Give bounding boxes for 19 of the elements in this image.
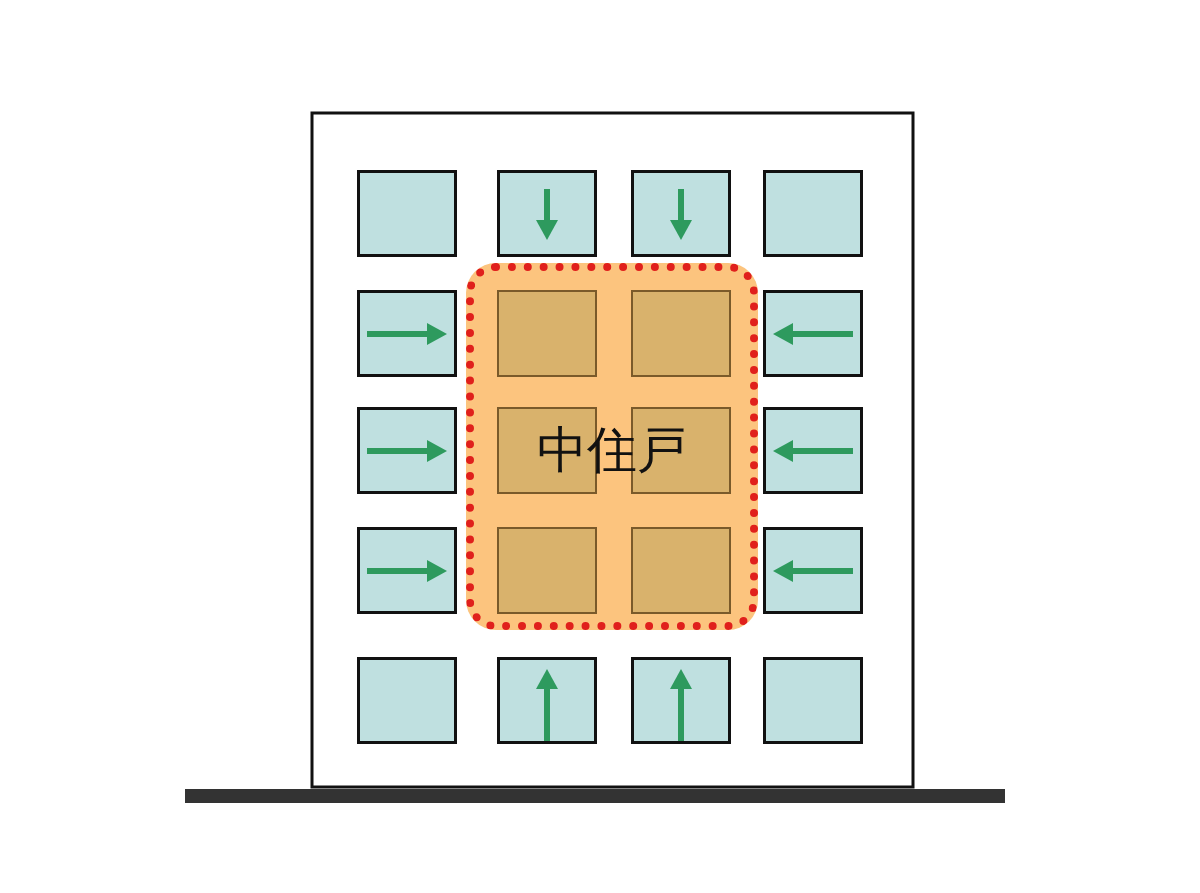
unit-window — [497, 290, 597, 377]
unit-window — [357, 290, 457, 377]
unit-window — [357, 170, 457, 257]
unit-window — [763, 407, 863, 494]
unit-window — [631, 527, 731, 614]
unit-window — [763, 290, 863, 377]
unit-window — [631, 657, 731, 744]
unit-window — [763, 170, 863, 257]
unit-window — [763, 527, 863, 614]
unit-window — [631, 290, 731, 377]
unit-window — [763, 657, 863, 744]
unit-window — [357, 657, 457, 744]
unit-window — [357, 527, 457, 614]
unit-window — [631, 170, 731, 257]
middle-units-area — [466, 263, 758, 630]
unit-window — [497, 170, 597, 257]
unit-window — [497, 657, 597, 744]
unit-window — [497, 527, 597, 614]
unit-window — [357, 407, 457, 494]
